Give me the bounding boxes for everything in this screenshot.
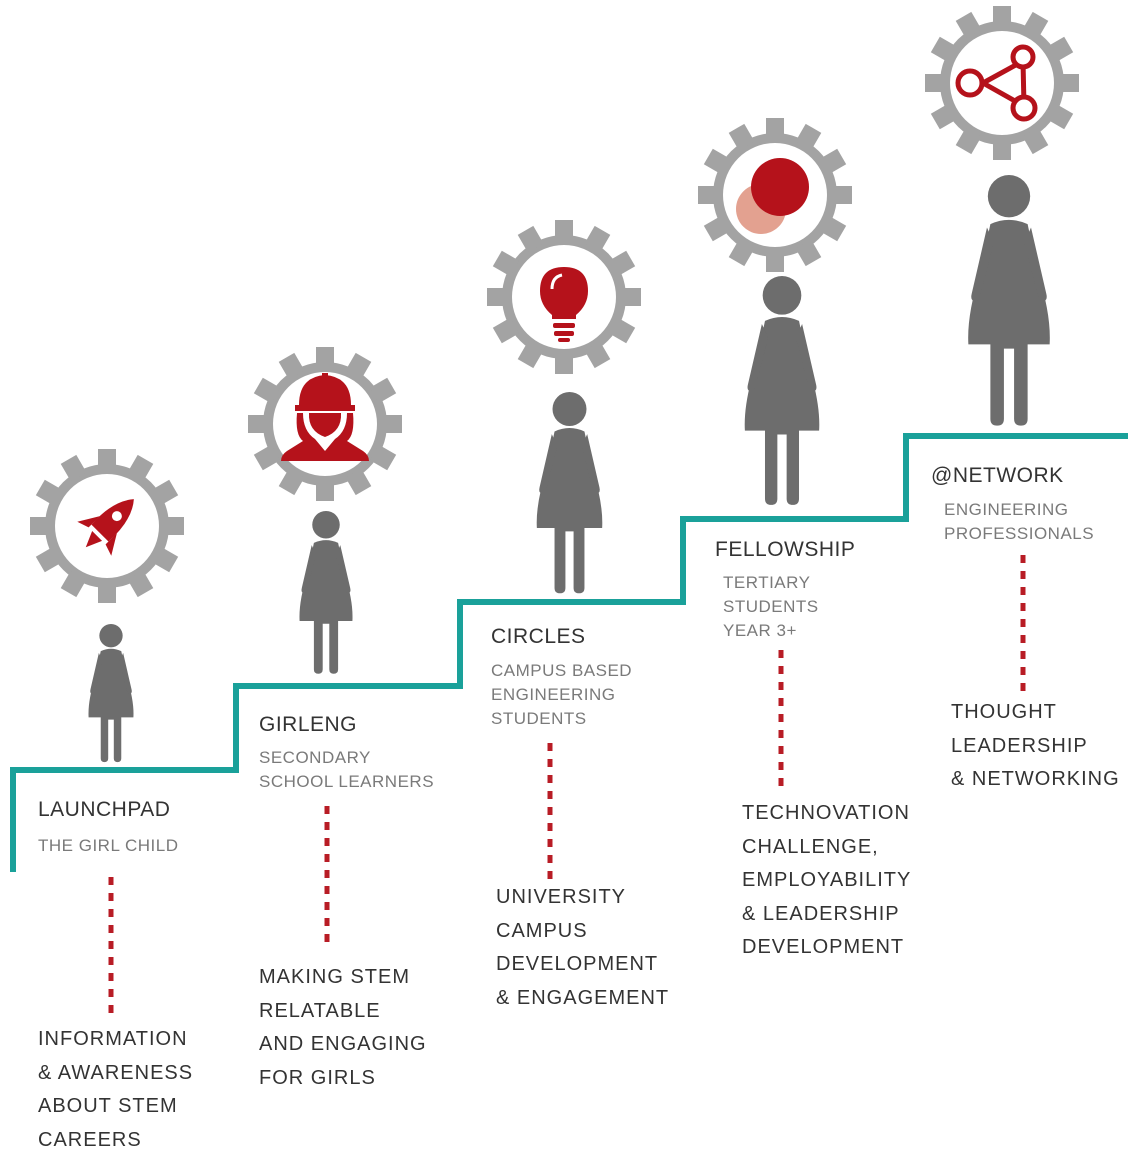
stage-subtitle-network: ENGINEERING PROFESSIONALS [944, 500, 1095, 543]
engineer-hardhat-icon [281, 373, 369, 461]
network-nodes-icon [955, 44, 1038, 122]
fellow-figure [744, 276, 820, 505]
stage-subtitle-launchpad: THE GIRL CHILD [38, 836, 179, 855]
overlapping-circles-icon [736, 158, 809, 234]
stage-description-launchpad: INFORMATION & AWARENESS ABOUT STEM CAREE… [38, 1028, 194, 1151]
student-figure [536, 392, 603, 594]
stage-title-girleng: GIRLENG [259, 713, 358, 736]
rocket-icon [77, 499, 134, 556]
stage-title-launchpad: LAUNCHPAD [38, 798, 171, 821]
girl-child-figure [88, 624, 134, 763]
stage-description-circles: UNIVERSITY CAMPUS DEVELOPMENT & ENGAGEME… [496, 886, 670, 1009]
stage-subtitle-circles: CAMPUS BASED ENGINEERING STUDENTS [491, 661, 633, 728]
learner-figure [299, 511, 353, 674]
stage-subtitle-fellowship: TERTIARY STUDENTS YEAR 3+ [723, 573, 819, 640]
stage-title-circles: CIRCLES [491, 625, 586, 648]
stage-title-network: @NETWORK [931, 464, 1064, 487]
professional-figure [968, 175, 1050, 426]
staircase-line [10, 433, 1128, 872]
stage-description-fellowship: TECHNOVATION CHALLENGE, EMPLOYABILITY & … [742, 802, 912, 958]
gear-icon [925, 6, 1079, 160]
stage-subtitle-girleng: SECONDARY SCHOOL LEARNERS [259, 748, 435, 791]
stage-description-network: THOUGHT LEADERSHIP & NETWORKING [951, 701, 1120, 790]
stage-title-fellowship: FELLOWSHIP [715, 538, 856, 561]
stage-description-girleng: MAKING STEM RELATABLE AND ENGAGING FOR G… [259, 966, 427, 1089]
lightbulb-icon [540, 267, 588, 342]
